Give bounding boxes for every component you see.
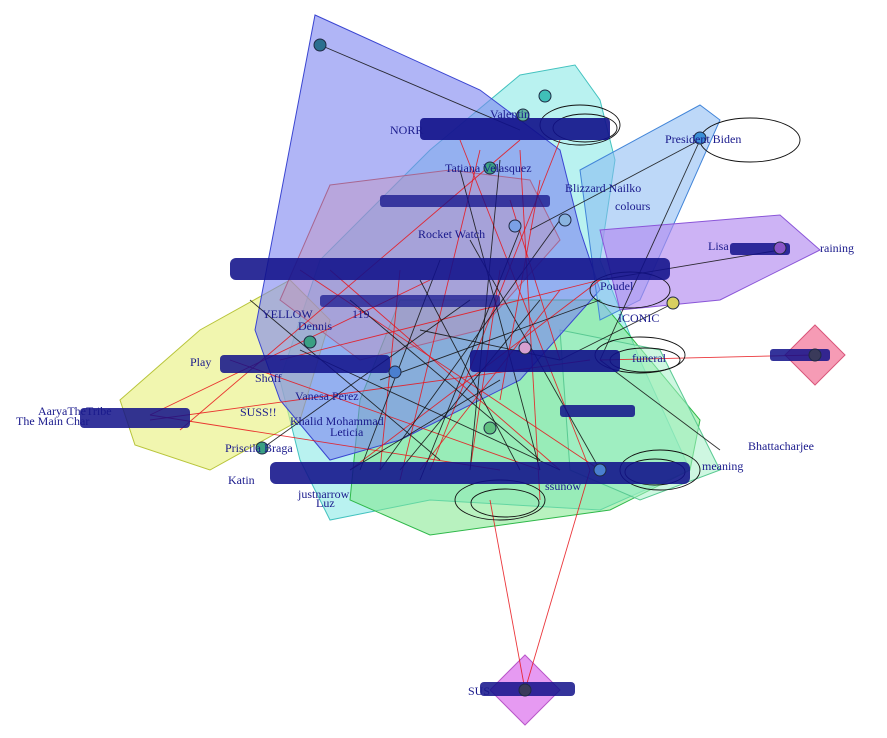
node-label: The Main Char — [16, 414, 89, 428]
hull-lightgreen — [559, 329, 721, 501]
node-label: Tatiana Velasquez — [445, 161, 532, 175]
node-label: Leticia — [330, 425, 364, 439]
node-label: Bhattacharjee — [748, 439, 814, 453]
node — [666, 296, 680, 310]
node — [808, 348, 822, 362]
dense-label-clusters — [80, 118, 830, 696]
node-label: SUS — [468, 684, 490, 698]
node-label: Katin — [228, 473, 255, 487]
node — [693, 131, 707, 145]
node-label: ICONIC — [618, 311, 659, 325]
node-label: 119 — [352, 307, 370, 321]
node — [388, 365, 402, 379]
node-label: Valentin — [490, 107, 530, 121]
node-label: funeral — [632, 351, 667, 365]
node — [313, 38, 327, 52]
node — [593, 463, 607, 477]
node-label: YELLOW — [262, 307, 313, 321]
node-label: raining — [820, 241, 854, 255]
node-label: meaning — [702, 459, 743, 473]
node-label: Khalid Mohammad — [290, 414, 384, 428]
node-labels: Valentin NORR President Biden Tatiana Ve… — [16, 107, 854, 698]
node-label: Lisa — [708, 239, 729, 253]
node-label: Vanesa Perez — [295, 389, 359, 403]
node — [508, 219, 522, 233]
nodes — [255, 38, 822, 697]
node-label: colours — [615, 199, 651, 213]
node — [773, 241, 787, 255]
node-label: Shoff — [255, 371, 281, 385]
node-label: Poudel — [600, 279, 634, 293]
node — [518, 341, 532, 355]
node — [303, 335, 317, 349]
node-label: Play — [190, 355, 211, 369]
node-label: Rocket Watch — [418, 227, 485, 241]
node-label: Priscila Braga — [225, 441, 293, 455]
node — [483, 421, 497, 435]
node-label: SUSS!! — [240, 405, 277, 419]
node-label: Blizzard Nailko — [565, 181, 641, 195]
node — [483, 161, 497, 175]
node-label: NORR — [390, 123, 423, 137]
node-label: Dennis — [298, 319, 332, 333]
node — [538, 89, 552, 103]
node — [558, 213, 572, 227]
node-label: ssunow — [545, 479, 581, 493]
node-label: justnarrow — [297, 487, 350, 501]
node-label: President Biden — [665, 132, 741, 146]
node-label: Luz — [316, 496, 335, 510]
node-label: AaryaTheTribe — [38, 404, 112, 418]
node — [518, 683, 532, 697]
node — [516, 108, 530, 122]
node — [255, 441, 269, 455]
